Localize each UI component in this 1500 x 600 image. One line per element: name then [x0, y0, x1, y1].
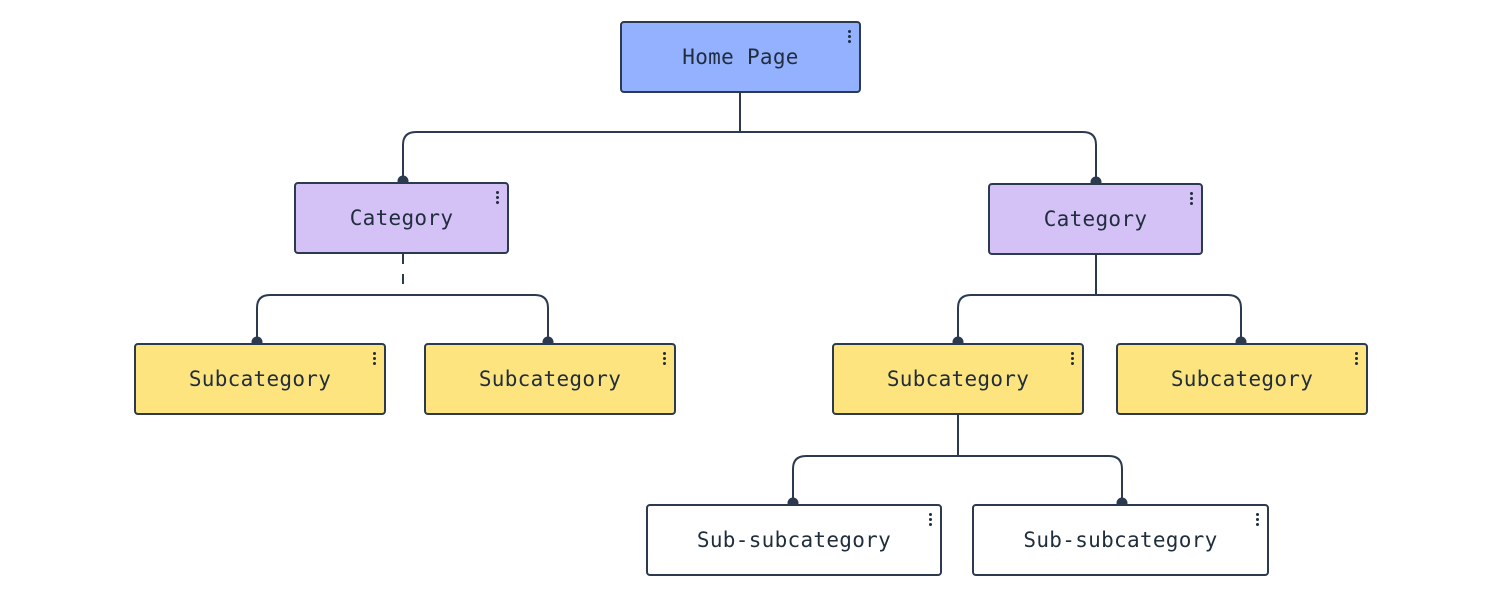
kebab-menu-icon[interactable]: [1189, 192, 1193, 205]
sub-subcategory-node-1[interactable]: Sub-subcategory: [646, 504, 942, 576]
subcategory-node-1[interactable]: Subcategory: [134, 343, 386, 415]
edge-category-left-to-sub-1: [256, 294, 403, 342]
kebab-menu-icon[interactable]: [662, 352, 666, 365]
category-node-right[interactable]: Category: [988, 183, 1203, 255]
kebab-menu-icon[interactable]: [928, 513, 932, 526]
edge-category-right-to-sub-3: [957, 294, 1096, 342]
node-label: Category: [349, 206, 454, 230]
node-label: Subcategory: [188, 367, 332, 391]
home-page-node[interactable]: Home Page: [620, 21, 861, 93]
node-label: Subcategory: [886, 367, 1030, 391]
node-label: Subcategory: [1170, 367, 1314, 391]
category-node-left[interactable]: Category: [294, 182, 509, 254]
kebab-menu-icon[interactable]: [495, 191, 499, 204]
subcategory-node-2[interactable]: Subcategory: [424, 343, 676, 415]
kebab-menu-icon[interactable]: [372, 352, 376, 365]
node-label: Sub-subcategory: [696, 528, 892, 552]
node-label: Sub-subcategory: [1023, 528, 1218, 552]
edge-home-to-category-left: [402, 93, 741, 181]
kebab-menu-icon[interactable]: [1255, 513, 1259, 526]
subcategory-node-3[interactable]: Subcategory: [832, 343, 1084, 415]
edge-sub-3-to-subsub-1: [792, 455, 958, 503]
edge-home-to-category-right: [740, 131, 1097, 182]
sub-subcategory-node-2[interactable]: Sub-subcategory: [972, 504, 1269, 576]
node-label: Category: [1043, 207, 1148, 231]
kebab-menu-icon[interactable]: [1354, 352, 1358, 365]
kebab-menu-icon[interactable]: [1070, 352, 1074, 365]
node-label: Home Page: [682, 45, 799, 69]
kebab-menu-icon[interactable]: [847, 30, 851, 43]
node-label: Subcategory: [478, 367, 622, 391]
edge-category-left-to-sub-2: [403, 294, 549, 342]
edge-category-right-to-sub-4: [1096, 294, 1242, 342]
edge-sub-3-to-subsub-2: [958, 455, 1123, 503]
subcategory-node-4[interactable]: Subcategory: [1116, 343, 1368, 415]
